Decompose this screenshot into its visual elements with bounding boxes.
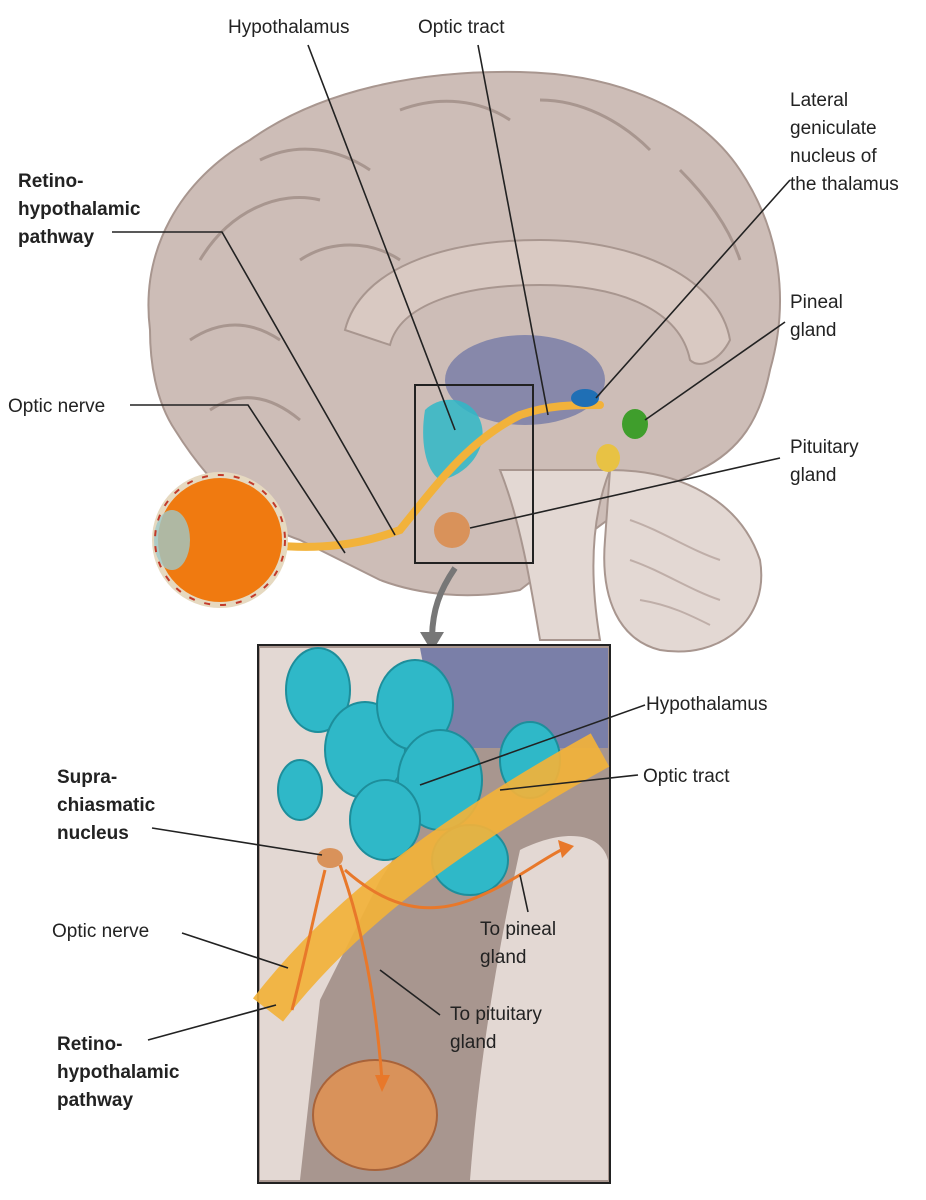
label-optic-tract-top: Optic tract (418, 17, 505, 38)
hypothalamic-nuclei (277, 647, 561, 896)
label-scn-line1: Supra- (57, 767, 117, 788)
pineal-structure (622, 409, 648, 439)
label-lgn-line3: nucleus of (790, 146, 877, 167)
arrow-to-pituitary (338, 864, 384, 1081)
label-rhp-inset-line1: Retino- (57, 1034, 122, 1055)
label-scn-line3: nucleus (57, 823, 129, 844)
inset-selection-box (414, 384, 534, 564)
colliculus (596, 444, 620, 472)
label-pituitary-line1: Pituitary (790, 437, 859, 458)
label-lgn-line4: the thalamus (790, 174, 899, 195)
label-pituitary-line2: gland (790, 465, 837, 486)
label-rhp-top-line1: Retino- (18, 171, 83, 192)
cerebellum (603, 468, 763, 653)
brain-illustration (147, 70, 781, 653)
arrow-from-retina (290, 869, 327, 1011)
label-pineal-line2: gland (790, 320, 837, 341)
hypothalamus-region (423, 399, 483, 480)
pituitary-structure (434, 512, 470, 548)
arrow-to-pineal (344, 846, 566, 910)
cerebellum-folia (629, 519, 721, 626)
label-scn-line2: chiasmatic (57, 795, 156, 816)
lgn-structure (571, 389, 599, 407)
gyri-lines (189, 98, 742, 422)
inset-panel (252, 644, 611, 1184)
eye (152, 472, 288, 608)
corpus-callosum (343, 238, 732, 365)
label-hypothalamus-inset: Hypothalamus (646, 694, 767, 715)
label-hypothalamus-top: Hypothalamus (228, 17, 349, 38)
label-rhp-inset-line2: hypothalamic (57, 1062, 180, 1083)
brainstem (498, 469, 612, 641)
inset-pituitary (312, 1059, 438, 1171)
label-rhp-top-line3: pathway (18, 227, 94, 248)
label-lgn-line2: geniculate (790, 118, 877, 139)
scn-structure (317, 848, 343, 868)
label-to-pineal-line2: gland (480, 947, 527, 968)
label-to-pineal-line1: To pineal (480, 919, 556, 940)
zoom-arrow (429, 566, 458, 641)
label-to-pituitary-line2: gland (450, 1032, 497, 1053)
optic-pathway (266, 401, 604, 551)
label-pineal-line1: Pineal (790, 292, 843, 313)
label-optic-nerve-inset: Optic nerve (52, 921, 149, 942)
leader-lines (112, 44, 791, 1041)
inset-right-tissue (470, 836, 608, 1180)
label-rhp-inset-line3: pathway (57, 1090, 133, 1111)
label-lgn-line1: Lateral (790, 90, 848, 111)
label-rhp-top-line2: hypothalamic (18, 199, 141, 220)
inset-optic-tract (252, 733, 610, 1022)
labels: Hypothalamus Optic tract Lateral genicul… (8, 17, 899, 1111)
label-to-pituitary-line1: To pituitary (450, 1004, 542, 1025)
label-optic-nerve-top: Optic nerve (8, 396, 105, 417)
zoom-arrowhead (420, 632, 444, 652)
label-optic-tract-inset: Optic tract (643, 766, 730, 787)
